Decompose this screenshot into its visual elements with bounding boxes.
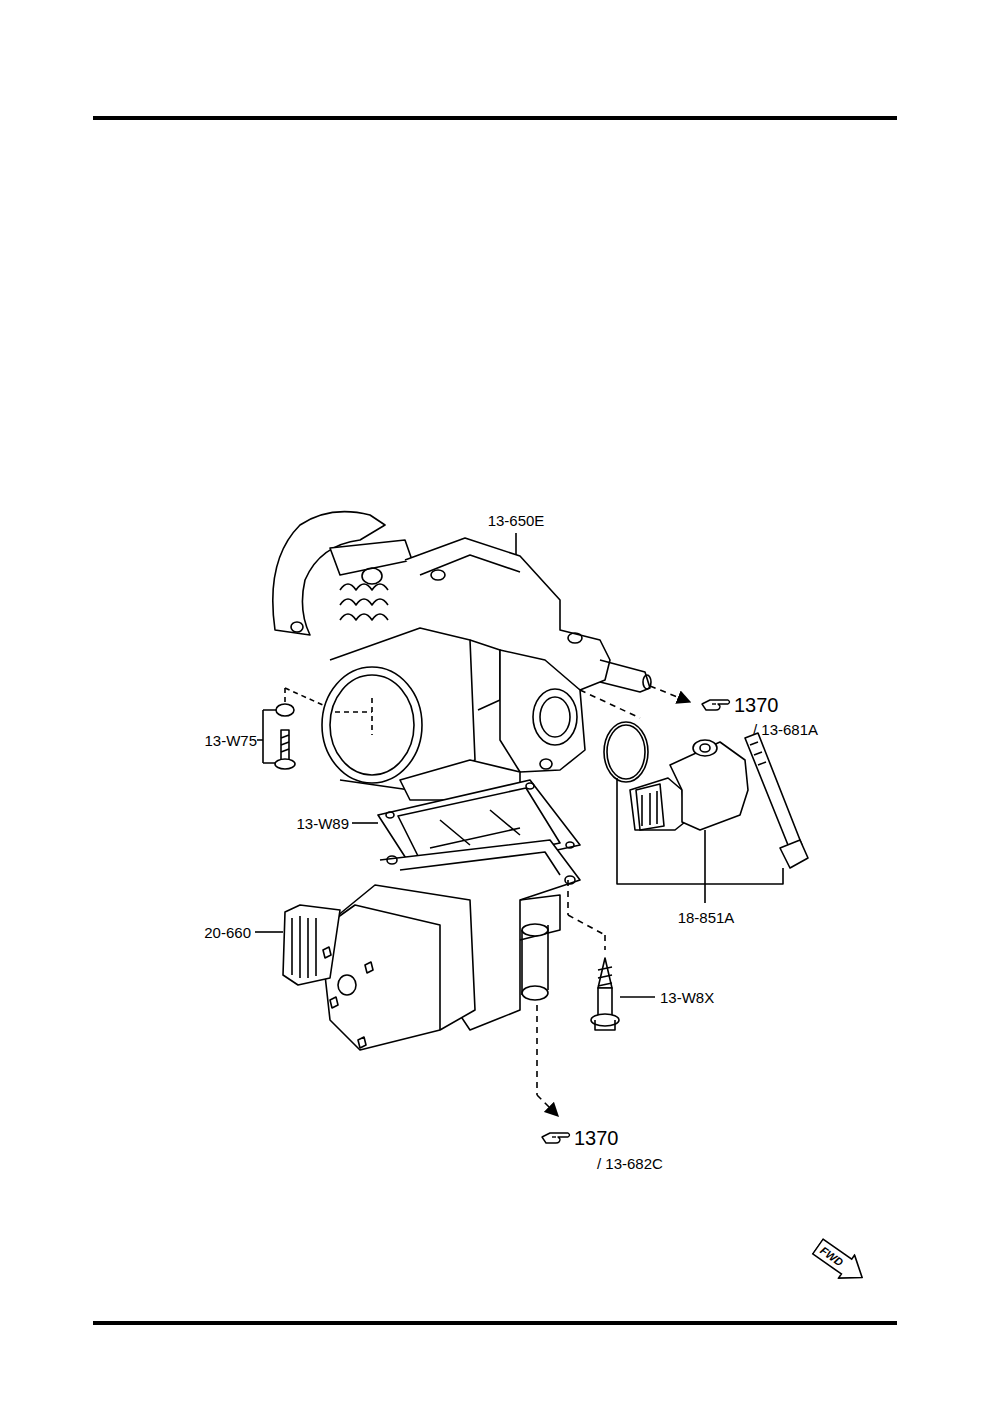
screw-washer bbox=[257, 688, 325, 769]
throttle-position-sensor bbox=[604, 722, 808, 903]
idle-air-control-valve bbox=[255, 840, 605, 1116]
part-number: / 13-682C bbox=[597, 1156, 663, 1171]
part-number: 18-851A bbox=[678, 910, 735, 925]
throttle-body bbox=[273, 512, 690, 800]
part-number: 13-W89 bbox=[296, 816, 349, 831]
part-number: 13-W75 bbox=[204, 733, 257, 748]
part-number: 20-660 bbox=[204, 925, 251, 940]
callout-number: 1370 bbox=[574, 1128, 619, 1148]
callout-number: 1370 bbox=[734, 695, 779, 715]
part-number: / 13-681A bbox=[753, 722, 818, 737]
tapping-screw bbox=[591, 958, 655, 1030]
part-number: 13-650E bbox=[488, 513, 545, 528]
part-number: 13-W8X bbox=[660, 990, 714, 1005]
direction-arrow: FWD bbox=[808, 1234, 871, 1291]
